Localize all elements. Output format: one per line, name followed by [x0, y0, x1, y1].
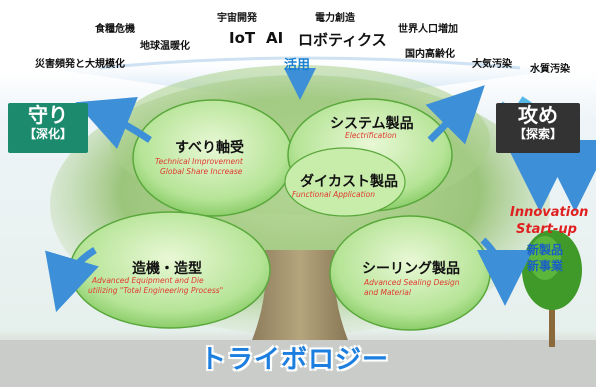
startup-label: Start-up [516, 222, 577, 237]
seme-box: 攻め 【探索】 [496, 103, 580, 153]
sealing-en-2: and Material [364, 288, 411, 297]
arrow-to-seme-2 [476, 237, 533, 306]
mamori-sub: 【深化】 [23, 127, 72, 141]
keyword-domestic-aging: 国内高齢化 [405, 49, 455, 60]
mamori-label: 守り [28, 103, 68, 127]
keyword-ai: AI [266, 29, 284, 47]
keyword-disasters: 災害頻発と大規模化 [35, 59, 125, 70]
top-wave-line [99, 56, 521, 70]
new-business-label: 新事業 [527, 259, 564, 273]
seme-sub: 【探索】 [513, 127, 562, 141]
small-tree-trunk [549, 295, 555, 347]
tribology-title: トライボロジー [200, 345, 390, 375]
arrow-to-seme-1 [425, 85, 485, 145]
ground [0, 340, 596, 387]
keyword-water-pollution: 水質汚染 [530, 64, 570, 75]
keyword-power-creation: 電力創造 [315, 13, 355, 24]
suberi-label: すべり軸受 [175, 140, 245, 156]
keyword-iot: IoT [229, 29, 256, 47]
keyword-air-pollution: 大気汚染 [472, 59, 512, 70]
katsuyo-label: 活用 [284, 58, 311, 73]
tree-trunk [248, 250, 352, 350]
zouki-en-2: utilizing "Total Engineering Process" [88, 286, 224, 295]
keyword-global-warming: 地球温暖化 [140, 41, 190, 52]
seme-label: 攻め [518, 103, 558, 127]
new-product-label: 新製品 [527, 243, 564, 257]
zouki-en-1: Advanced Equipment and Die [92, 276, 204, 285]
system-en: Electrification [345, 131, 397, 140]
system-label: システム製品 [330, 116, 414, 132]
innovation-label: Innovation [510, 205, 589, 220]
keyword-robotics: ロボティクス [298, 31, 387, 49]
arrow-to-mamori-2 [45, 246, 99, 313]
suberi-en-2: Global Share Increase [160, 167, 243, 176]
sealing-en-1: Advanced Sealing Design [364, 278, 460, 287]
arrow-to-mamori-1 [75, 97, 152, 149]
small-tree-highlight [529, 236, 561, 280]
mamori-box: 守り 【深化】 [8, 103, 88, 153]
diecast-en: Functional Application [292, 190, 375, 199]
bubble-diecast [284, 147, 406, 217]
keyword-space-development: 宇宙開発 [217, 13, 257, 24]
diecast-label: ダイカスト製品 [300, 174, 398, 190]
keyword-population-growth: 世界人口増加 [398, 24, 458, 35]
sealing-label: シーリング製品 [362, 261, 460, 277]
keyword-food-crisis: 食糧危機 [95, 24, 135, 35]
suberi-en-1: Technical Improvement [155, 157, 243, 166]
zouki-label: 造機・造型 [132, 261, 202, 277]
